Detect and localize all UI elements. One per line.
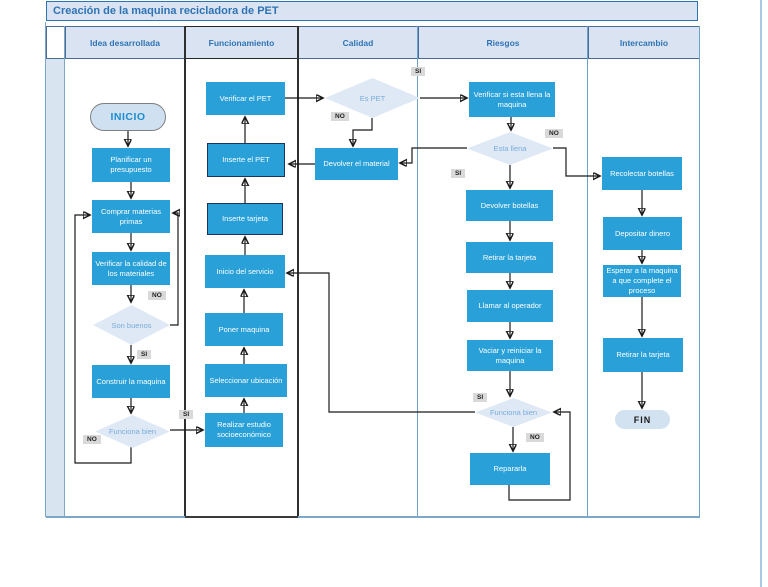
swimlane-border-narrow (64, 26, 65, 517)
process-retirar-tarjeta-riesgos: Retirar la tarjeta (466, 242, 553, 273)
swimlane-border-bottom (46, 516, 700, 518)
decision-esta-llena: Esta llena (467, 132, 553, 165)
process-verificar-llena: Verificar si esta llena la maquina (469, 82, 555, 117)
process-verificar-calidad: Verificar la calidad de los materiales (92, 252, 170, 285)
narrow-column (46, 59, 64, 516)
process-comprar-materias: Comprar materias primas (92, 200, 170, 233)
label-no-es-pet: NO (331, 112, 349, 122)
process-devolver-material: Devolver el material (315, 148, 398, 180)
diagram-title: Creación de la maquina recicladora de PE… (53, 5, 279, 17)
process-planificar-presupuesto: Planificar un presupuesto (92, 148, 170, 182)
process-recolectar-botellas: Recolectar botellas (602, 157, 682, 190)
process-retirar-tarjeta-intercambio: Retirar la tarjeta (603, 338, 683, 372)
process-llamar-operador: Llamar al operador (467, 290, 553, 322)
process-poner-maquina: Poner maquina (205, 313, 283, 346)
lane-header-intercambio: Intercambio (588, 26, 700, 59)
connector-estallena-no-recolectar (553, 147, 599, 176)
process-inserte-tarjeta: Inserte tarjeta (207, 203, 283, 235)
process-depositar-dinero: Depositar dinero (603, 217, 682, 250)
process-construir-maquina: Construir la maquina (92, 365, 170, 398)
process-verificar-pet: Verificar el PET (206, 82, 285, 115)
connector-funcionabien4-si-inicioservicio (288, 273, 475, 413)
lane-header-funcionamiento: Funcionamiento (185, 26, 298, 59)
swimlane-border-left (45, 22, 46, 517)
label-si-esta-llena: SI (451, 169, 466, 179)
process-inicio-servicio: Inicio del servicio (205, 255, 285, 288)
label-no-son-buenos: NO (148, 291, 166, 301)
lane-header-calidad: Calidad (298, 26, 418, 59)
process-inserte-pet: Inserte el PET (207, 143, 285, 177)
label-si-es-pet: SI (411, 67, 426, 77)
connector-sonbuenos-no-comprar (170, 213, 178, 326)
lane-header-spacer (46, 26, 65, 59)
label-si-funciona-bien-1: SI (179, 410, 194, 420)
title-bar: Creación de la maquina recicladora de PE… (46, 1, 698, 21)
swimlane-border-lane2-3 (297, 26, 299, 517)
label-no-funciona-bien-4: NO (526, 433, 544, 443)
connector-espet-no-devolvermaterial (353, 118, 373, 145)
decision-funciona-bien-1: Funciona bien (95, 415, 170, 448)
lane-header-riesgos: Riesgos (418, 26, 588, 59)
label-no-funciona-bien-1: NO (83, 435, 101, 445)
decision-son-buenos: Son buenos (93, 305, 170, 345)
process-seleccionar-ubicacion: Seleccionar ubicación (205, 364, 287, 397)
label-no-esta-llena: NO (545, 129, 563, 139)
swimlane-border-right (699, 26, 700, 517)
page-edge-line (760, 0, 762, 587)
swimlane-border-lane1-2 (184, 26, 186, 517)
decision-funciona-bien-4: Funciona bien (475, 398, 552, 427)
terminator-fin: FIN (615, 410, 670, 429)
swimlane-border-lane4-5 (587, 26, 588, 517)
process-esperar-maquina: Esperar a la maquina a que complete el p… (603, 265, 681, 297)
swimlane-border-lane3-4 (417, 26, 418, 517)
connector-estallena-devolvermaterial (401, 147, 467, 163)
process-realizar-estudio: Realizar estudio socioeconómico (205, 413, 283, 447)
process-vaciar-reiniciar: Vaciar y reiniciar la maquina (467, 340, 553, 371)
process-devolver-botellas: Devolver botellas (466, 190, 553, 221)
terminator-inicio: INICIO (90, 103, 166, 131)
lane-header-idea-desarrollada: Idea desarrollada (65, 26, 185, 59)
process-repararla: Repararla (470, 453, 550, 485)
swimlane-border-bottom-funcionamiento (185, 516, 298, 518)
label-si-funciona-bien-4: SI (473, 393, 488, 403)
label-si-son-buenos: SI (137, 350, 152, 360)
